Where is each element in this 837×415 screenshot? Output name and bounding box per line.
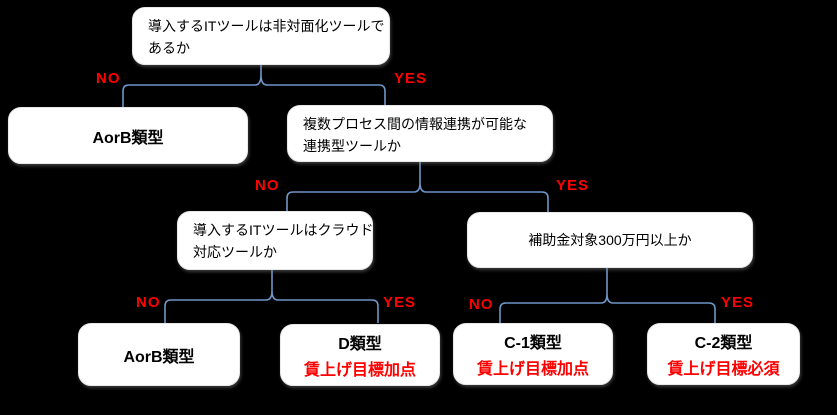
result-node-c1-type: C-1類型 賃上げ目標加点 [453, 323, 613, 385]
decision-node-multiprocess: 複数プロセス間の情報連携が可能な 連携型ツールか [287, 105, 553, 162]
decision-node-text-line2: あるか [148, 40, 190, 56]
result-node-label: AorB類型 [92, 129, 164, 147]
result-node-label: C-1類型 [504, 335, 562, 352]
decision-node-3million: 補助金対象300万円以上か [467, 212, 753, 268]
decision-node-text-line1: 複数プロセス間の情報連携が可能な [303, 116, 527, 132]
branch-label-yes-3: YES [383, 294, 417, 311]
result-node-label: D類型 [338, 336, 382, 353]
decision-node-text-line1: 導入するITツールはクラウド [193, 222, 374, 238]
result-node-d-type: D類型 賃上げ目標加点 [280, 324, 440, 386]
decision-node-text-line1: 導入するITツールは非対面化ツールで [148, 18, 385, 34]
brace-level2 [286, 162, 549, 212]
decision-node-text-line2: 対応ツールか [193, 244, 277, 260]
result-node-sublabel: 賃上げ目標加点 [476, 361, 589, 378]
result-node-label: C-2類型 [694, 335, 753, 352]
branch-label-no-1: NO [96, 70, 121, 87]
brace-level3-left [164, 270, 379, 323]
branch-label-yes-4: YES [721, 294, 755, 311]
brace-level3-right [499, 268, 716, 323]
result-node-sublabel: 賃上げ目標加点 [303, 362, 416, 379]
result-node-aorb-bottom: AorB類型 [78, 323, 240, 386]
result-node-label: AorB類型 [123, 348, 195, 366]
branch-label-yes-2: YES [556, 177, 590, 194]
decision-node-text: 補助金対象300万円以上か [528, 232, 692, 248]
brace-level1 [122, 65, 386, 107]
branch-label-no-2: NO [255, 177, 280, 194]
branch-label-yes-1: YES [394, 70, 428, 87]
decision-node-cloud: 導入するITツールはクラウド 対応ツールか [177, 211, 373, 270]
decision-node-nonfacetoface: 導入するITツールは非対面化ツールで あるか [132, 7, 390, 65]
result-node-aorb-level2: AorB類型 [8, 107, 248, 164]
result-node-c2-type: C-2類型 賃上げ目標必須 [647, 323, 800, 385]
result-node-sublabel: 賃上げ目標必須 [667, 361, 780, 378]
decision-node-text-line2: 連携型ツールか [303, 138, 401, 154]
branch-label-no-4: NO [469, 296, 494, 313]
branch-label-no-3: NO [136, 294, 161, 311]
